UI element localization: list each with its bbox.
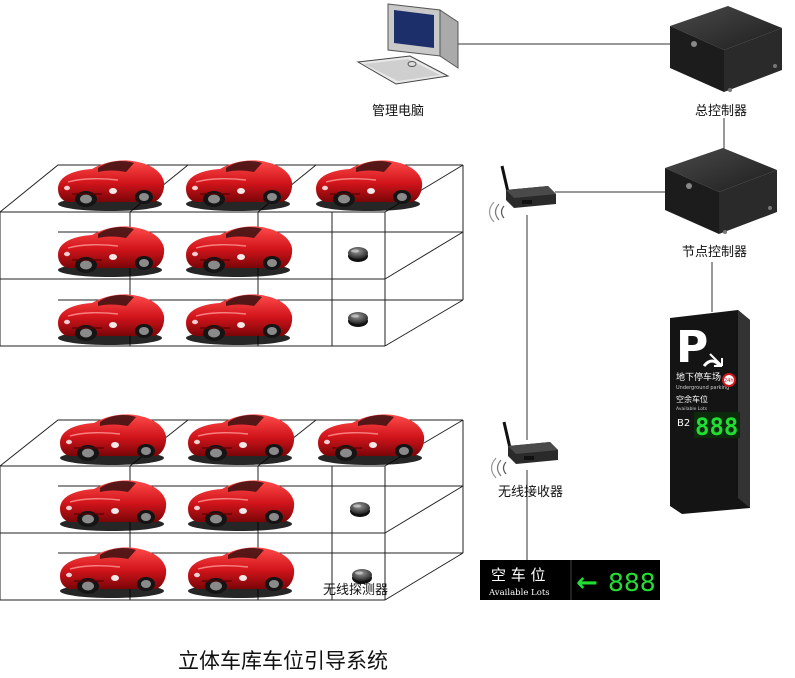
sign-count: 888 [695,413,738,441]
parked-car [57,225,165,278]
detector-label: 无线探测器 [323,583,388,598]
sign-count-panel [694,412,740,438]
pc-label: 管理电脑 [372,104,424,119]
led-panel [480,560,660,600]
controller-box-icon [665,148,777,234]
controller-box-icon [670,6,782,92]
diagram-title: 立体车库车位引导系统 [178,649,388,673]
parked-car [187,479,295,532]
parked-car [57,293,165,346]
sign-name-en: Underground parking [676,385,729,391]
parked-car [59,546,167,599]
receiver-label: 无线接收器 [498,484,563,500]
parked-car [315,159,423,212]
hours-badge [722,373,736,387]
arrow-left-icon: ← [576,568,598,598]
garage-rack-lower: 无线探测器 [0,413,464,601]
parked-car [185,159,293,212]
parked-car [57,159,165,212]
parking-letter: P [676,322,708,373]
wiring [455,43,725,560]
wireless-receiver-lower: 无线接收器 [490,420,563,500]
parked-car [317,413,425,466]
main-controller: 总控制器 [670,6,782,119]
wireless-detector-icon [348,312,368,327]
node-controller-label: 节点控制器 [682,245,747,260]
hours-badge-text: 24h [724,378,734,384]
wireless-detector-icon [350,502,370,517]
main-controller-label: 总控制器 [695,104,747,119]
sign-vacant-cn: 空余车位 [676,394,708,404]
wireless-detector-icon [352,569,372,584]
node-controller: 节点控制器 [665,148,777,260]
led-count: 888 [608,568,656,597]
computer-icon [356,3,459,85]
parked-car [59,479,167,532]
car-ramp-icon [702,359,722,367]
parked-car [185,225,293,278]
parked-car [59,413,167,466]
wireless-detector-icon [348,247,368,262]
wireless-receiver-icon [488,164,558,224]
management-pc: 管理电脑 [356,3,459,119]
led-available-display: 空 车 位 Available Lots ← 888 [480,560,660,600]
wireless-receiver-icon [490,420,560,480]
sign-vacant-en: Available Lots [676,406,708,412]
sign-name-cn: 地下停车场 [676,371,721,383]
led-text-en: Available Lots [488,588,550,598]
arrow-down-right-icon [709,353,723,367]
parked-car [187,413,295,466]
led-text-cn: 空 车 位 [491,566,546,584]
parked-car [187,546,295,599]
parked-car [185,293,293,346]
garage-rack-upper [0,159,464,347]
parking-guidance-sign: P 地下停车场 Underground parking 24h 空余车位 Ava… [670,310,750,514]
sign-level: B2 [677,418,690,429]
